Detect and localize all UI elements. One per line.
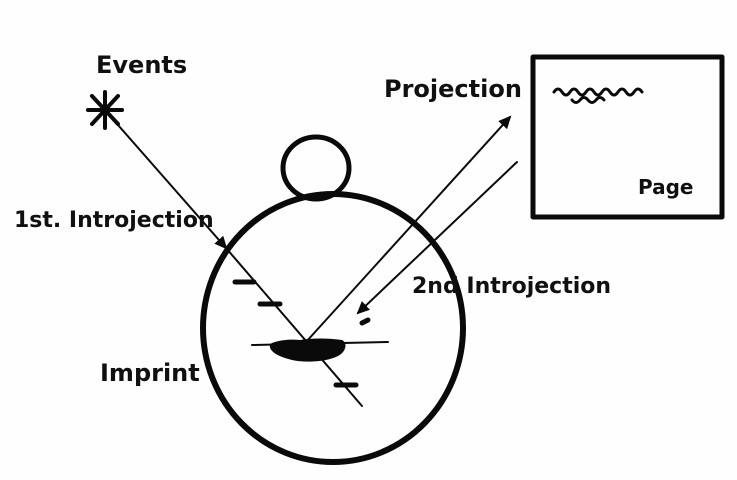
imprint-blob [270, 339, 346, 362]
page-box [533, 57, 722, 217]
memory-trace-marks [235, 282, 368, 385]
projection-label: Projection [384, 75, 522, 103]
page-scribble [554, 89, 642, 103]
first-introjection-label: 1st. Introjection [14, 208, 214, 233]
mind-circle [203, 194, 463, 462]
first-introjection-path [226, 248, 362, 406]
events-asterisk-icon [88, 92, 122, 128]
projection-arrow [306, 117, 510, 342]
imprint-label: Imprint [100, 359, 200, 387]
events-label: Events [96, 51, 187, 79]
second-introjection-label: 2nd Introjection [412, 274, 611, 299]
head-circle [283, 137, 349, 199]
page-label: Page [638, 175, 694, 199]
